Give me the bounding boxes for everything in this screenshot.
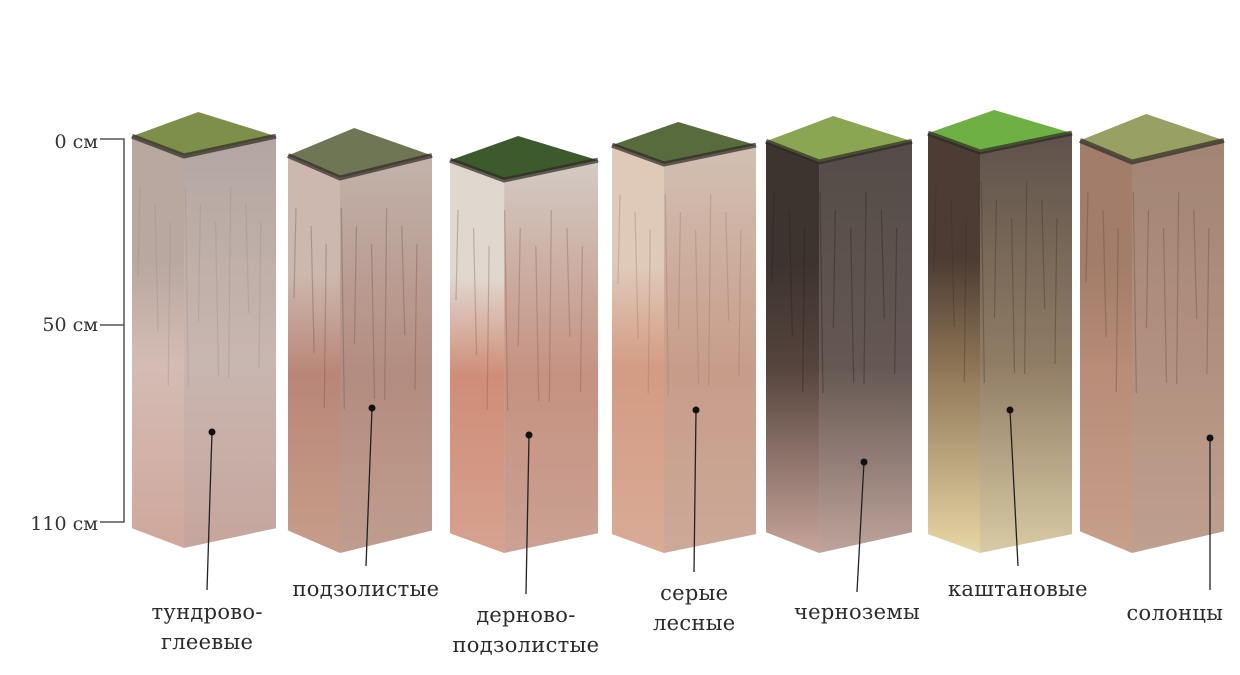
caption-line: черноземы xyxy=(794,597,920,627)
soil-column-chernozem xyxy=(766,116,912,592)
caption-grayforest: серыелесные xyxy=(653,578,735,638)
soil-column-podzol xyxy=(288,128,432,566)
soil-column-tundra xyxy=(132,112,276,590)
caption-line: подзолистые xyxy=(293,574,440,604)
soil-columns xyxy=(132,110,1224,594)
caption-podzol: подзолистые xyxy=(293,574,440,604)
caption-line: серые xyxy=(653,578,735,608)
caption-line: тундрово- xyxy=(152,597,263,627)
caption-line: глеевые xyxy=(152,627,263,657)
scale-label-0cm: 0 см xyxy=(18,131,98,153)
caption-line: дерново- xyxy=(453,600,600,630)
caption-line: солонцы xyxy=(1127,598,1224,628)
soil-column-chestnut xyxy=(928,110,1072,566)
scale-label-110cm: 110 см xyxy=(18,513,98,535)
scale-bracket-line xyxy=(100,139,124,522)
caption-line: подзолистые xyxy=(453,630,600,660)
leader-dot xyxy=(1207,435,1214,442)
depth-scale-bar xyxy=(100,139,124,522)
leader-dot xyxy=(369,405,376,412)
soil-column-grayforest xyxy=(612,122,756,572)
leader-dot xyxy=(1007,407,1014,414)
caption-chestnut: каштановые xyxy=(948,574,1088,604)
soil-column-solonets xyxy=(1080,114,1224,590)
leader-dot xyxy=(861,459,868,466)
caption-tundra: тундрово-глеевые xyxy=(152,597,263,657)
caption-chernozem: черноземы xyxy=(794,597,920,627)
leader-dot xyxy=(209,429,216,436)
scale-label-50cm: 50 см xyxy=(18,314,98,336)
caption-line: лесные xyxy=(653,608,735,638)
caption-solonets: солонцы xyxy=(1127,598,1224,628)
caption-sodpodzol: дерново-подзолистые xyxy=(453,600,600,660)
leader-dot xyxy=(693,407,700,414)
soil-column-sodpodzol xyxy=(450,136,598,594)
caption-line: каштановые xyxy=(948,574,1088,604)
leader-dot xyxy=(526,432,533,439)
